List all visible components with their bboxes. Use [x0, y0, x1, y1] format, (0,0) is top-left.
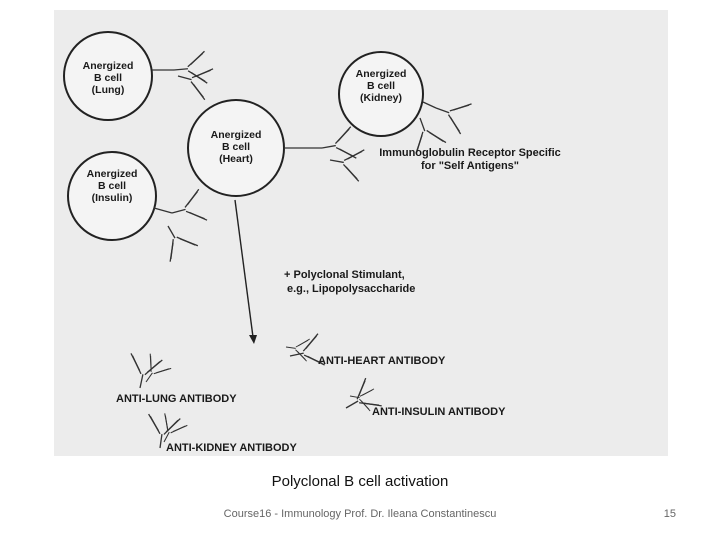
cell-heart-line1: Anergized: [211, 129, 262, 141]
antibody-insulin: ANTI-INSULIN ANTIBODY: [337, 377, 506, 423]
slide-caption: Polyclonal B cell activation: [271, 473, 449, 490]
cell-kidney-line2: B cell: [367, 80, 395, 92]
cell-insulin-line1: Anergized: [87, 168, 138, 180]
cell-kidney-line1: Anergized: [356, 68, 407, 80]
diagram-svg: Anergized B cell (Lung) Anergized B cell…: [63, 31, 561, 454]
stimulant-label-line2: e.g., Lipopolysaccharide: [287, 283, 415, 295]
antibody-heart-label: ANTI-HEART ANTIBODY: [318, 355, 446, 367]
cell-heart-line3: (Heart): [219, 153, 253, 165]
cell-lung-line1: Anergized: [83, 60, 134, 72]
cell-lung: Anergized B cell (Lung): [63, 31, 153, 121]
cell-heart: Anergized B cell (Heart): [187, 99, 285, 197]
cell-lung-line3: (Lung): [92, 84, 125, 96]
cell-insulin-circle: [67, 151, 157, 241]
receptor-label-line2: for "Self Antigens": [421, 160, 519, 172]
page-number: 15: [663, 508, 676, 520]
receptor-insulin-2: [153, 217, 199, 263]
activation-arrow: [234, 199, 257, 344]
cell-heart-line2: B cell: [222, 141, 250, 153]
cell-kidney: Anergized B cell (Kidney): [338, 51, 424, 137]
cell-insulin-line3: (Insulin): [92, 192, 133, 204]
cell-insulin-line2: B cell: [98, 180, 126, 192]
antibody-heart: ANTI-HEART ANTIBODY: [283, 333, 446, 373]
receptor-heart-2: [326, 143, 365, 182]
receptor-label-line1: Immunoglobulin Receptor Specific: [379, 147, 561, 159]
cell-kidney-circle: [338, 51, 424, 137]
cell-insulin: Anergized B cell (Insulin): [67, 151, 157, 241]
diagram-figure: Anergized B cell (Lung) Anergized B cell…: [54, 10, 668, 456]
receptor-insulin-1: [167, 188, 208, 230]
receptor-heart-1: [318, 126, 357, 165]
slide-footer: Course16 - Immunology Prof. Dr. Ileana C…: [223, 508, 497, 520]
receptor-lung-2: [173, 59, 214, 101]
cell-lung-line2: B cell: [94, 72, 122, 84]
antibody-kidney-label: ANTI-KIDNEY ANTIBODY: [166, 442, 297, 454]
receptor-lung-1: [171, 50, 208, 87]
cell-kidney-line3: (Kidney): [360, 92, 402, 104]
receptor-kidney-1: [429, 92, 473, 135]
cell-lung-circle: [63, 31, 153, 121]
antibody-kidney: ANTI-KIDNEY ANTIBODY: [143, 412, 297, 454]
antibody-insulin-label: ANTI-INSULIN ANTIBODY: [372, 406, 506, 418]
stimulant-label-line1: + Polyclonal Stimulant,: [284, 269, 405, 281]
antibody-lung: ANTI-LUNG ANTIBODY: [116, 352, 237, 405]
antibody-lung-label: ANTI-LUNG ANTIBODY: [116, 393, 237, 405]
